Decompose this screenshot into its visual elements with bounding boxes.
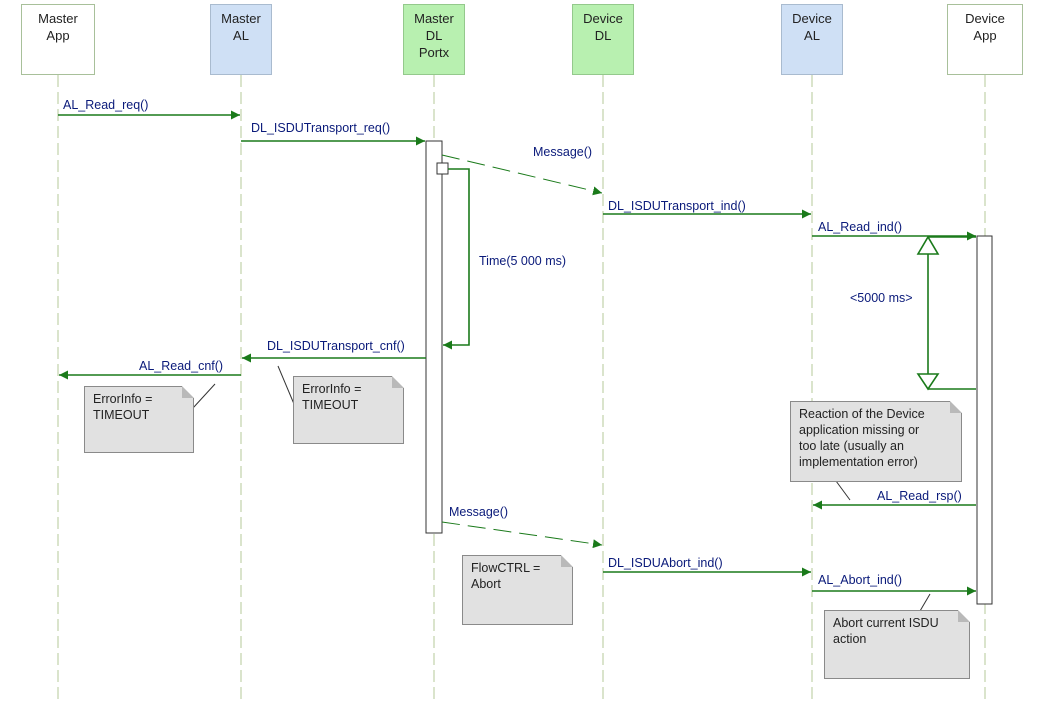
label-dl-isdu-abort-ind: DL_ISDUAbort_ind() xyxy=(608,556,723,570)
arrow-message-2 xyxy=(441,521,603,549)
lifeline-header-master-dl: Master DL Portx xyxy=(403,4,465,75)
note-line: too late (usually an xyxy=(799,439,904,453)
constraint-bottom-arrowhead xyxy=(916,373,940,391)
note-line: application missing or xyxy=(799,423,920,437)
note-reaction: Reaction of the Device application missi… xyxy=(790,401,962,482)
note-abort: Abort current ISDU action xyxy=(824,610,970,679)
constraint-top-arrowhead xyxy=(916,235,940,255)
lifeline-label-line: AL xyxy=(804,28,820,43)
label-message-2: Message() xyxy=(449,505,509,519)
label-al-read-ind: AL_Read_ind() xyxy=(818,220,903,234)
label-al-read-rsp: AL_Read_rsp() xyxy=(877,489,962,503)
note-anchor-error-info-2 xyxy=(277,365,295,405)
lifeline-header-device-al: Device AL xyxy=(781,4,843,75)
timer-loop-arrow xyxy=(443,168,470,350)
label-al-read-cnf: AL_Read_cnf() xyxy=(139,359,224,373)
activation-master-dl xyxy=(425,140,443,534)
label-al-abort-ind: AL_Abort_ind() xyxy=(818,573,903,587)
note-line: Reaction of the Device xyxy=(799,407,925,421)
note-line: Abort current ISDU xyxy=(833,616,939,630)
note-line: TIMEOUT xyxy=(302,398,359,412)
note-fold-corner xyxy=(392,376,404,388)
activation-device-app xyxy=(976,235,993,605)
note-line: ErrorInfo = xyxy=(302,382,362,396)
lifeline-label-line: Master xyxy=(414,11,454,26)
lifeline-label-line: AL xyxy=(233,28,249,43)
arrow-message-1 xyxy=(441,154,603,196)
lifeline-label-line: DL xyxy=(594,28,612,43)
note-line: action xyxy=(833,632,867,646)
lifeline-label-line: Device xyxy=(965,11,1005,26)
lifeline-header-device-app: Device App xyxy=(947,4,1023,75)
note-fold-corner xyxy=(950,401,962,413)
note-anchor-error-info-1 xyxy=(192,383,216,409)
label-lt-5000: <5000 ms> xyxy=(850,291,913,305)
note-line: Abort xyxy=(471,577,501,591)
label-time: Time(5 000 ms) xyxy=(479,254,567,268)
lifeline-label-line: Portx xyxy=(418,45,450,60)
note-line: implementation error) xyxy=(799,455,918,469)
label-dl-isdu-transport-req: DL_ISDUTransport_req() xyxy=(251,121,391,135)
note-error-info-2: ErrorInfo = TIMEOUT xyxy=(293,376,404,444)
lifeline-header-master-al: Master AL xyxy=(210,4,272,75)
note-fold-corner xyxy=(561,555,573,567)
lifeline-header-device-dl: Device DL xyxy=(572,4,634,75)
lifeline-header-master-app: Master App xyxy=(21,4,95,75)
lifeline-label-line: Master xyxy=(221,11,261,26)
lifeline-label-line: App xyxy=(46,28,70,43)
lifeline-label-line: Device xyxy=(792,11,832,26)
label-message-1: Message() xyxy=(533,145,593,159)
label-dl-isdu-transport-cnf: DL_ISDUTransport_cnf() xyxy=(267,339,405,353)
lifeline-label-line: App xyxy=(973,28,997,43)
note-anchor-abort xyxy=(919,593,931,612)
note-error-info-1: ErrorInfo = TIMEOUT xyxy=(84,386,194,453)
lifeline-label-line: DL xyxy=(425,28,443,43)
timer-start-marker xyxy=(436,162,449,175)
note-line: FlowCTRL = xyxy=(471,561,541,575)
label-al-read-req: AL_Read_req() xyxy=(63,98,149,112)
lifeline-label-line: Device xyxy=(583,11,623,26)
note-fold-corner xyxy=(958,610,970,622)
note-flowctrl: FlowCTRL = Abort xyxy=(462,555,573,625)
label-dl-isdu-transport-ind: DL_ISDUTransport_ind() xyxy=(608,199,746,213)
lifeline-label-line: Master xyxy=(38,11,78,26)
note-anchor-reaction xyxy=(835,480,851,501)
note-line: TIMEOUT xyxy=(93,408,150,422)
note-fold-corner xyxy=(182,386,194,398)
note-line: ErrorInfo = xyxy=(93,392,153,406)
